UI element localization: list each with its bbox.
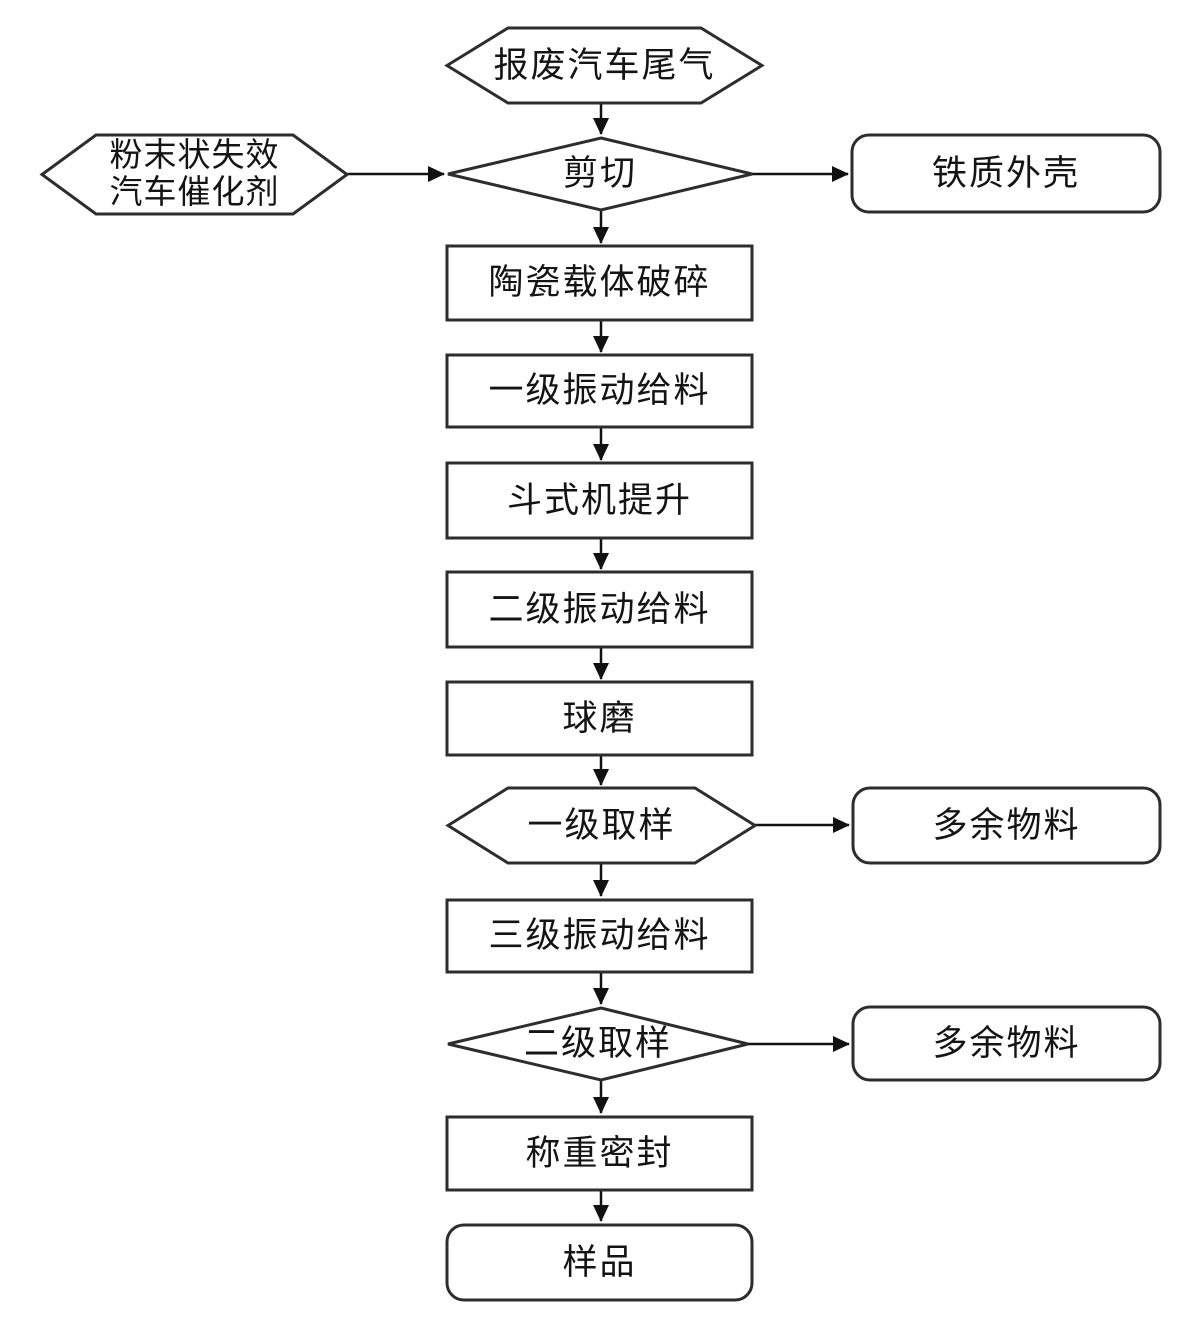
sample2-diamond-shape — [447, 1006, 749, 1082]
iron-shell-rounded-rect-shape — [850, 133, 1162, 214]
shear-diamond-shape — [447, 136, 753, 212]
ball-mill-rect-shape — [445, 680, 754, 757]
feed2-rect-shape — [445, 570, 754, 649]
excess1-rounded-rect-shape — [851, 786, 1162, 865]
weigh-seal-rect-shape — [445, 1115, 754, 1192]
scrap-exhaust-hexagon-shape — [444, 26, 765, 105]
powder-catalyst-hexagon-shape — [39, 133, 350, 216]
feed3-rect-shape — [445, 898, 754, 974]
sample-out-rounded-rect-shape — [445, 1223, 754, 1302]
feed1-rect-shape — [445, 353, 754, 429]
ceramic-crush-rect-shape — [445, 244, 754, 322]
excess2-rounded-rect-shape — [851, 1005, 1162, 1082]
bucket-lift-rect-shape — [445, 461, 754, 540]
sample1-hexagon-shape — [445, 786, 758, 865]
